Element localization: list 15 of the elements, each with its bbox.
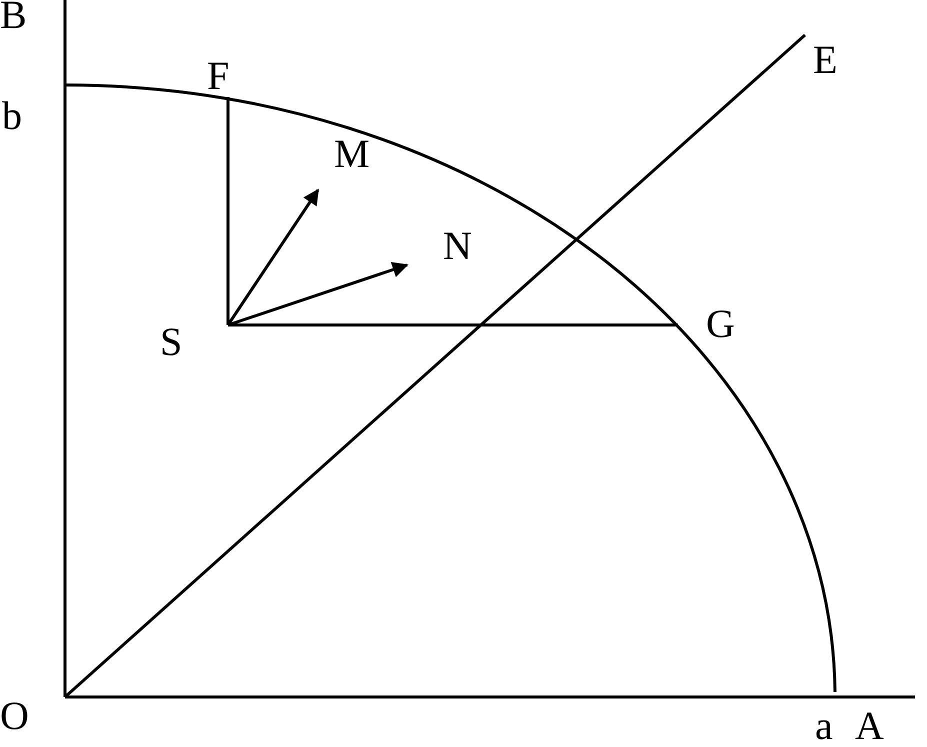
point-label: S	[160, 322, 182, 362]
axis-label: a	[815, 706, 833, 746]
axis-label: E	[813, 40, 838, 80]
axis-label: b	[2, 96, 22, 136]
axis-label: B	[0, 0, 27, 35]
point-label: G	[706, 304, 735, 344]
line-segment	[228, 324, 678, 326]
point-label: F	[207, 56, 230, 96]
arrow	[228, 262, 409, 326]
axis-label: A	[855, 706, 884, 746]
point-label: N	[443, 226, 472, 266]
line-segment	[226, 97, 230, 325]
axis-label: O	[0, 696, 29, 736]
arrow	[226, 188, 320, 326]
point-label: M	[334, 134, 370, 174]
